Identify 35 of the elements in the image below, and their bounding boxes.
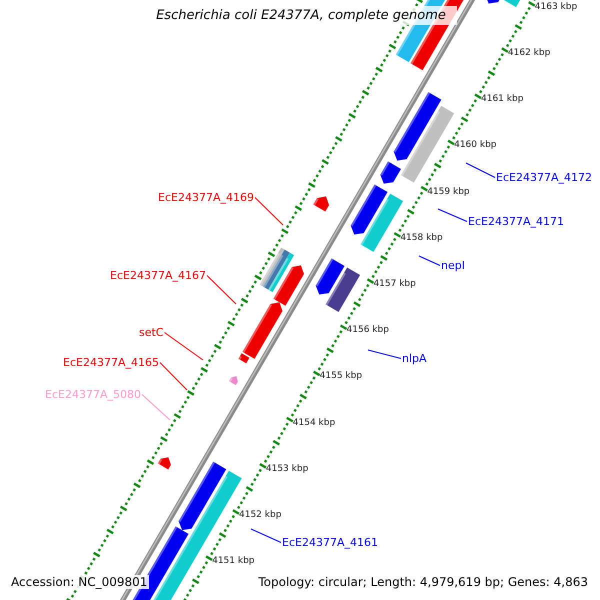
tick-label: 4158 kbp xyxy=(400,232,443,244)
leader-line xyxy=(438,208,468,222)
leader-line xyxy=(164,332,204,360)
tick-label: 4160 kbp xyxy=(454,140,497,152)
tick-label: 4162 kbp xyxy=(508,48,550,60)
footer-text: Accession: NC_009801 xyxy=(9,575,150,589)
tick-label: 4159 kbp xyxy=(427,186,470,198)
tick-label: 4151 kbp xyxy=(212,556,255,568)
leader-line xyxy=(466,162,496,178)
tick-label: 4156 kbp xyxy=(346,325,389,336)
tick-label: 4154 kbp xyxy=(292,418,336,429)
gene-label: nepI xyxy=(441,259,465,272)
tick-label: 4152 kbp xyxy=(239,510,282,521)
gene-label: setC xyxy=(139,326,164,339)
footer-text: Topology: circular; Length: 4,979,619 bp; Genes: 4,863 xyxy=(256,575,590,589)
leader-line xyxy=(159,362,188,390)
gene-label: EcE24377A_4171 xyxy=(468,215,564,228)
tick-label: 4163 kbp xyxy=(534,2,578,13)
gene-label: nlpA xyxy=(402,352,427,365)
gene-label: EcE24377A_4167 xyxy=(110,269,206,282)
leader-line xyxy=(368,350,402,359)
leader-line xyxy=(141,394,170,420)
tick-label: 4153 kbp xyxy=(266,464,308,475)
leader-line xyxy=(250,528,282,543)
gene-label: EcE24377A_5080 xyxy=(45,388,141,401)
gene-label: EcE24377A_4161 xyxy=(282,536,378,549)
leader-line xyxy=(418,256,440,266)
tick-label: 4157 kbp xyxy=(373,279,416,290)
leader-line xyxy=(254,197,284,226)
tick-label: 4161 kbp xyxy=(481,94,524,106)
gene-label: EcE24377A_4169 xyxy=(158,191,254,204)
gene-label: EcE24377A_4172 xyxy=(496,171,592,184)
leader-line xyxy=(206,275,236,304)
gene-label: EcE24377A_4165 xyxy=(63,356,159,369)
tick-label: 4155 kbp xyxy=(320,371,362,382)
